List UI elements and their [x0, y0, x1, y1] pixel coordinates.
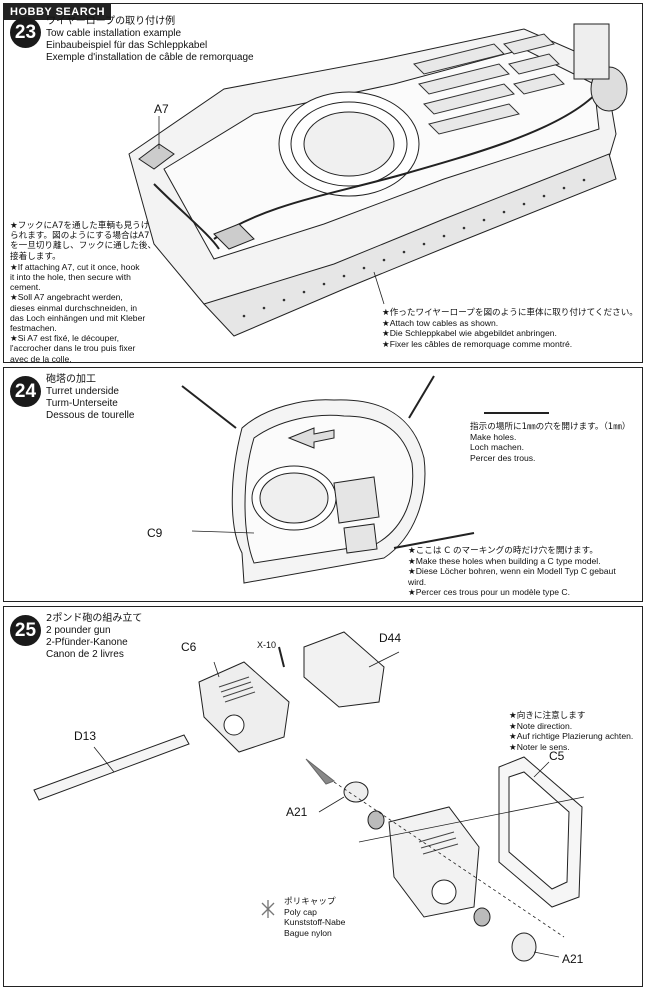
title-fr: Dessous de tourelle — [46, 410, 135, 421]
note-line: Bague nylon — [284, 927, 332, 938]
part-label-a21-lower: A21 — [562, 952, 584, 966]
note-make-holes: 指示の場所に1㎜の穴を開けます。（1㎜） Make holes. Loch ma… — [470, 422, 635, 463]
part-label-x10: X-10 — [257, 640, 277, 650]
note-line: ★Note direction. — [509, 721, 573, 732]
title-jp: 砲塔の加工 — [46, 374, 96, 385]
note-direction: ★向きに注意します ★Note direction. ★Auf richtige… — [509, 711, 639, 752]
note-line: 接着します。 — [10, 251, 61, 262]
part-label-d44: D44 — [379, 631, 402, 645]
part-label-d13: D13 — [74, 729, 97, 743]
note-line: ポリキャップ — [284, 897, 336, 907]
note-line: ★作ったワイヤーロープを図のように車体に取り付けてください。 — [382, 308, 638, 318]
note-line: ★Make these holes when building a C type… — [408, 556, 601, 567]
note-line: を一旦切り離し、フックに通した後、 — [10, 241, 157, 252]
note-line: 指示の場所に1㎜の穴を開けます。（1㎜） — [470, 422, 631, 432]
note-line: ★Soll A7 angebracht werden, — [10, 292, 123, 303]
step-title-block: ワイヤーロープの取り付け例 Tow cable installation exa… — [46, 16, 254, 64]
note-line: dieses einmal durchschneiden, in — [10, 302, 138, 313]
note-line: festmachen. — [10, 323, 57, 334]
note-line: cement. — [10, 282, 41, 293]
step-title-block: 2ポンド砲の組み立て 2 pounder gun 2-Pfünder-Kanon… — [46, 613, 142, 661]
title-en: Tow cable installation example — [46, 28, 182, 39]
note-line: ★Si A7 est fixé, le découper, — [10, 333, 119, 344]
gun-assembly-drawing — [33, 631, 585, 962]
note-a7: ★フックにA7を通した車輌も見うけ られます。図のようにする場合はA7 を一旦切… — [10, 221, 170, 364]
note-line: ★Die Schleppkabel wie abgebildet anbring… — [382, 328, 557, 339]
part-label-c9: C9 — [147, 526, 163, 540]
tank-hull-drawing — [128, 23, 628, 337]
note-line: Poly cap — [284, 907, 317, 918]
note-line: ★向きに注意します — [509, 711, 586, 721]
note-line: ★If attaching A7, cut it once, hook — [10, 261, 140, 272]
note-line: it into the hole, then secure with — [10, 272, 131, 283]
step-number: 25 — [10, 615, 41, 646]
note-line: ★フックにA7を通した車輌も見うけ — [10, 221, 150, 231]
part-label-c5: C5 — [549, 749, 565, 763]
title-de: Einbaubeispiel für das Schleppkabel — [46, 40, 208, 51]
title-fr: Canon de 2 livres — [46, 649, 124, 660]
note-line: wird. — [408, 576, 427, 587]
title-en: 2 pounder gun — [46, 625, 111, 636]
note-line: Loch machen. — [470, 442, 524, 453]
title-de: 2-Pfünder-Kanone — [46, 637, 128, 648]
watermark-logo: HOBBY SEARCH — [4, 4, 112, 20]
note-line: Kunststoff-Nabe — [284, 917, 346, 928]
step-number: 24 — [10, 376, 41, 407]
note-line: das Loch einhängen und mit Kleber — [10, 312, 146, 323]
step-25-panel: 25 2ポンド砲の組み立て 2 pounder gun 2-Pfünder-Ka… — [3, 606, 643, 987]
note-line: ★Fixer les câbles de remorquage comme mo… — [382, 338, 573, 349]
step-title-block: 砲塔の加工 Turret underside Turm-Unterseite D… — [46, 374, 134, 422]
title-jp: ワイヤーロープの取り付け例 — [46, 16, 176, 27]
step-24-panel: 24 砲塔の加工 Turret underside Turm-Unterseit… — [3, 367, 643, 602]
note-attach-cables: ★作ったワイヤーロープを図のように車体に取り付けてください。 ★Attach t… — [382, 308, 638, 349]
note-line: ★Auf richtige Plazierung achten. — [509, 731, 634, 742]
note-line: ★ここは C のマーキングの時だけ穴を開けます。 — [408, 546, 598, 556]
polycap-label: ポリキャップ Poly cap Kunststoff-Nabe Bague ny… — [284, 897, 384, 938]
title-jp: 2ポンド砲の組み立て — [46, 613, 143, 624]
note-line: ★Diese Löcher bohren, wenn ein Modell Ty… — [408, 566, 616, 577]
title-en: Turret underside — [46, 386, 119, 397]
note-type-c-holes: ★ここは C のマーキングの時だけ穴を開けます。 ★Make these hol… — [408, 546, 638, 597]
step-23-panel: HOBBY SEARCH 23 ワイヤーロープの取り付け例 Tow cable … — [3, 3, 643, 364]
note-line: ★Percer ces trous pour un modèle type C. — [408, 586, 570, 597]
note-line: ★Attach tow cables as shown. — [382, 318, 499, 329]
part-label-a21: A21 — [286, 805, 308, 819]
note-line: Percer des trous. — [470, 452, 536, 463]
note-line: ★Noter le sens. — [509, 741, 570, 752]
part-label-a7: A7 — [154, 102, 169, 116]
title-de: Turm-Unterseite — [46, 398, 118, 409]
step-number: 23 — [10, 17, 41, 48]
turret-drawing — [181, 375, 549, 584]
title-fr: Exemple d'installation de câble de remor… — [46, 52, 254, 63]
note-line: l'accrocher dans le trou puis fixer — [10, 343, 136, 354]
note-line: avec de la colle. — [10, 353, 72, 364]
note-line: Make holes. — [470, 432, 517, 443]
note-line: られます。図のようにする場合はA7 — [10, 231, 150, 242]
part-label-c6: C6 — [181, 640, 197, 654]
